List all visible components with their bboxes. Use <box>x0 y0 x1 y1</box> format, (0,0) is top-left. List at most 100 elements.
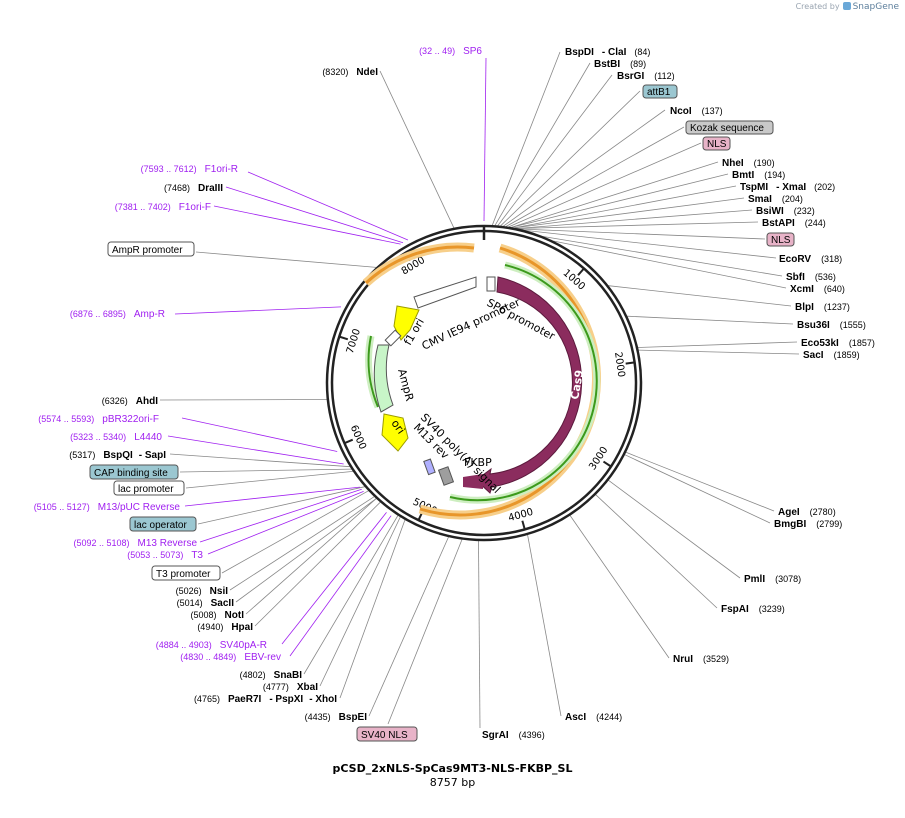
leader-line <box>169 453 351 468</box>
site-nhei: NheI(190) <box>722 158 775 169</box>
site-smai: SmaI(204) <box>748 194 803 205</box>
site-agei: AgeI(2780) <box>778 507 836 518</box>
leader-line <box>500 90 641 227</box>
leader-line <box>339 519 406 699</box>
leader-line <box>174 306 342 315</box>
leader-line <box>184 486 360 507</box>
ruler-tick <box>344 438 354 445</box>
feature-box-nls-1-label: NLS <box>707 139 727 150</box>
created-by-text: Created by <box>795 2 840 11</box>
site-bspdi: BspDI- ClaI(84) <box>565 47 650 58</box>
leader-line <box>595 494 718 609</box>
feature-box-cap-binding-label: CAP binding site <box>94 468 168 479</box>
leader-line <box>167 435 344 465</box>
feature-box-nls-2-label: NLS <box>771 235 791 246</box>
site-bspei: (4435)BspEI <box>305 712 368 723</box>
leader-line <box>368 536 449 717</box>
feature-box-attb1 <box>642 84 678 99</box>
leader-line <box>197 486 365 525</box>
feature-box-kozak <box>685 120 774 135</box>
leader-line <box>491 51 561 226</box>
sv40-polya-feature <box>437 466 455 486</box>
feature-box-lac-promoter-label: lac promoter <box>118 484 174 495</box>
leader-line <box>638 349 800 355</box>
site-position: (84) <box>634 47 650 57</box>
leader-line <box>159 399 327 401</box>
site-sacii: (5014)SacII <box>177 598 235 609</box>
ruler-tick <box>602 460 612 468</box>
leader-line <box>289 515 392 657</box>
leader-line <box>245 498 377 615</box>
site-extra: - ClaI <box>602 47 627 58</box>
plasmid-length: 8757 bp <box>429 776 476 789</box>
leader-line <box>519 228 766 240</box>
leader-line <box>225 186 404 244</box>
leader-line <box>303 515 399 675</box>
feature-box-attb1-label: attB1 <box>647 87 671 98</box>
sv40-polya-label: SV40 poly(A) signal <box>418 411 503 496</box>
leader-line <box>514 185 737 229</box>
snapgene-app-name: SnapGene <box>852 2 899 12</box>
ruler-tick-label: 2000 <box>612 351 626 378</box>
orf-ring-green-left <box>365 335 382 409</box>
feature-box-cap-binding <box>89 464 179 480</box>
site-asci: AscI(4244) <box>565 712 622 723</box>
feature-box-lac-operator-label: lac operator <box>134 520 187 531</box>
feature-box-sv40-nls <box>356 726 418 742</box>
orf-ring-green <box>449 261 601 504</box>
ruler-tick <box>625 361 635 365</box>
leader-line <box>608 479 741 579</box>
site-ndei: (8320)NdeI <box>322 67 378 78</box>
site-pmli: PmlI(3078) <box>744 574 801 585</box>
leader-lines <box>159 51 800 729</box>
ruler-tick-label: 3000 <box>587 445 610 472</box>
cmv-promoter-feature <box>413 276 477 309</box>
leader-line <box>181 417 338 452</box>
leader-line <box>527 534 562 717</box>
site-blpi: BlpI(1237) <box>795 302 850 313</box>
site-eco53ki: Eco53kI(1857) <box>801 338 875 349</box>
fkbp-label: FKBP <box>464 456 492 469</box>
snapgene-logo-icon <box>842 2 851 10</box>
primer-t3: (5053 .. 5073)T3 <box>127 550 203 561</box>
leader-line <box>199 488 362 543</box>
snapgene-branding: Created by SnapGene <box>796 2 899 12</box>
leader-line <box>553 240 787 289</box>
primer-sp6: (32 .. 49)SP6 <box>419 46 482 57</box>
site-bspqi: (5317)BspQI- SapI <box>69 450 166 461</box>
ori-feature <box>381 413 409 452</box>
leader-line <box>319 516 401 687</box>
leader-line <box>387 539 463 725</box>
primer-ebv-rev: (4830 .. 4849)EBV-rev <box>180 652 281 663</box>
site-paer7i: (4765)PaeR7I- PspXI- XhoI <box>194 694 337 705</box>
site-bsu36i: Bsu36I(1555) <box>797 320 866 331</box>
sp6-promoter-feature <box>486 276 496 292</box>
leader-line <box>179 468 352 473</box>
leader-line <box>514 197 745 229</box>
site-sbfi: SbfI(536) <box>786 272 836 283</box>
leader-line <box>497 74 613 226</box>
site-bstapi: BstAPI(244) <box>762 218 826 229</box>
plasmid-name: pCSD_2xNLS-SpCas9MT3-NLS-FKBP_SL <box>332 762 573 775</box>
feature-box-t3-promoter-label: T3 promoter <box>156 569 211 580</box>
leader-line <box>229 496 375 591</box>
leader-line <box>247 171 409 241</box>
site-xbai: (4777)XbaI <box>263 682 318 693</box>
leader-line <box>494 62 591 226</box>
leader-line <box>608 285 792 307</box>
leader-line <box>195 251 377 268</box>
leader-line <box>511 161 719 228</box>
primer-sv40pa-r: (4884 .. 4903)SV40pA-R <box>156 640 267 651</box>
leader-line <box>213 205 401 245</box>
site-snabi: (4802)SnaBI <box>240 670 303 681</box>
cas9-label: Cas9 <box>568 369 586 401</box>
leader-line <box>254 501 381 627</box>
primer-amp-r: (6876 .. 6895)Amp-R <box>70 309 165 320</box>
leader-line <box>569 515 670 659</box>
leader-line <box>281 512 387 645</box>
leader-line <box>379 70 455 229</box>
site-bstbi: BstBI(89) <box>594 59 646 70</box>
feature-box-nls-1 <box>702 136 731 151</box>
primer-pbr322ori-f: (5574 .. 5593)pBR322ori-F <box>38 414 159 425</box>
